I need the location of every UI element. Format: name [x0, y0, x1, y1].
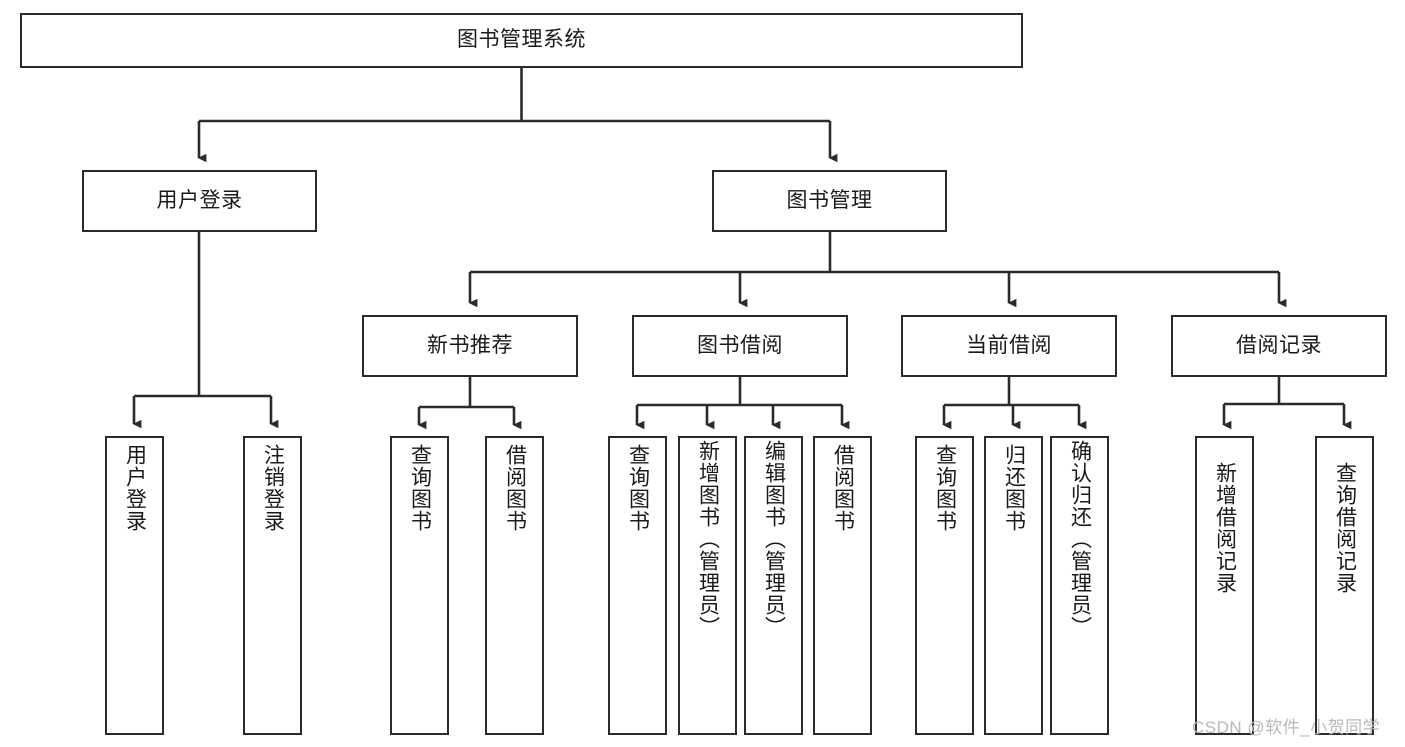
leaf-current-borrow-query[interactable]: 查询图书 [915, 436, 974, 735]
leaf-current-borrow-confirm-return[interactable]: 确认归还（管理员） [1050, 436, 1109, 735]
node-book-management[interactable]: 图书管理 [712, 170, 947, 232]
leaf-label: 查询图书 [408, 444, 432, 532]
leaf-label: 归还图书 [1002, 444, 1026, 532]
leaf-label: 查询借阅记录 [1333, 462, 1357, 594]
leaf-new-book-query[interactable]: 查询图书 [390, 436, 449, 735]
leaf-label: 借阅图书 [503, 444, 527, 532]
node-book-management-label: 图书管理 [786, 188, 873, 212]
node-user-login-label: 用户登录 [156, 188, 243, 212]
watermark: CSDN @软件_小贺同学 [1192, 718, 1381, 737]
leaf-borrow-record-query[interactable]: 查询借阅记录 [1315, 436, 1374, 735]
leaf-book-borrow-edit[interactable]: 编辑图书（管理员） [744, 436, 803, 735]
node-borrow-record[interactable]: 借阅记录 [1171, 315, 1387, 377]
node-borrow-record-label: 借阅记录 [1236, 333, 1322, 357]
node-current-borrow[interactable]: 当前借阅 [901, 315, 1117, 377]
leaf-book-borrow-add[interactable]: 新增图书（管理员） [678, 436, 737, 735]
node-book-borrow[interactable]: 图书借阅 [632, 315, 848, 377]
node-root[interactable]: 图书管理系统 [20, 13, 1023, 68]
node-current-borrow-label: 当前借阅 [966, 333, 1052, 357]
leaf-book-borrow-borrow[interactable]: 借阅图书 [813, 436, 872, 735]
leaf-new-book-borrow[interactable]: 借阅图书 [485, 436, 544, 735]
leaf-borrow-record-add[interactable]: 新增借阅记录 [1195, 436, 1254, 735]
node-new-book-recommend-label: 新书推荐 [427, 333, 513, 357]
leaf-label: 新增图书（管理员） [696, 440, 720, 638]
leaf-user-login-signin[interactable]: 用户登录 [105, 436, 164, 735]
leaf-label: 编辑图书（管理员） [762, 440, 786, 638]
node-book-borrow-label: 图书借阅 [697, 333, 783, 357]
node-new-book-recommend[interactable]: 新书推荐 [362, 315, 578, 377]
node-root-label: 图书管理系统 [457, 28, 586, 52]
leaf-label: 查询图书 [626, 444, 650, 532]
leaf-label: 借阅图书 [831, 444, 855, 532]
node-user-login[interactable]: 用户登录 [82, 170, 317, 232]
leaf-label: 确认归还（管理员） [1068, 440, 1092, 638]
leaf-label: 注销登录 [261, 444, 285, 532]
leaf-label: 新增借阅记录 [1213, 462, 1237, 594]
leaf-current-borrow-return[interactable]: 归还图书 [984, 436, 1043, 735]
leaf-user-login-signout[interactable]: 注销登录 [243, 436, 302, 735]
leaf-label: 用户登录 [123, 444, 147, 532]
leaf-book-borrow-query[interactable]: 查询图书 [608, 436, 667, 735]
leaf-label: 查询图书 [933, 444, 957, 532]
